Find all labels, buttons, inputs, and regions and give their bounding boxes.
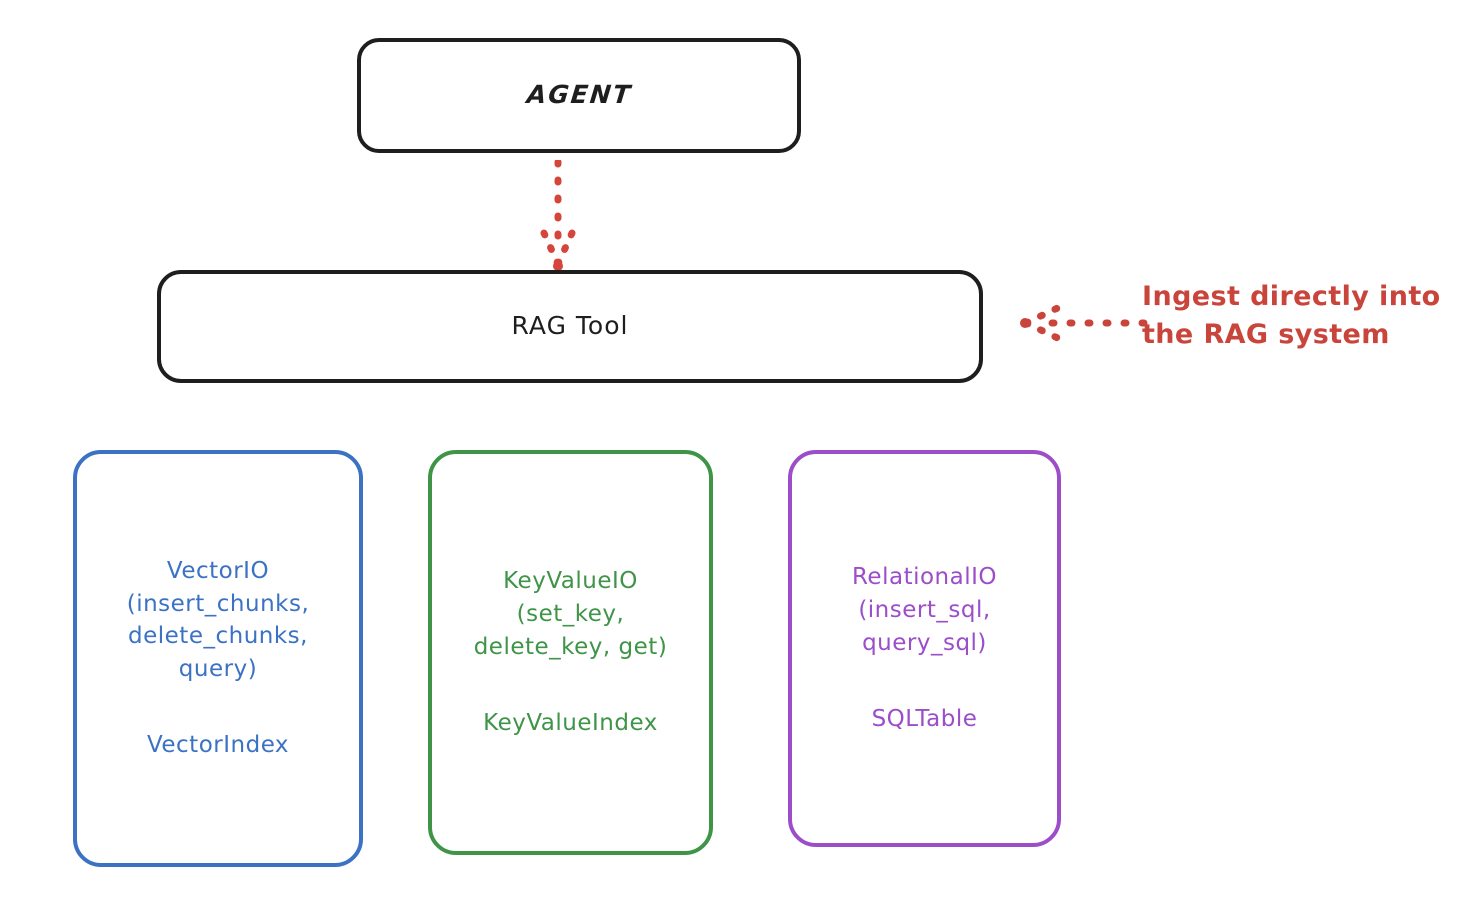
node-vector-io-primary-label: VectorIO (insert_chunks, delete_chunks, …	[126, 557, 310, 682]
connector-agent-to-rag-tool	[535, 160, 581, 271]
node-relational-io-secondary-label: SQLTable	[871, 706, 978, 733]
node-vector-io[interactable]: VectorIO (insert_chunks, delete_chunks, …	[73, 450, 363, 867]
node-relational-io[interactable]: RelationalIO (insert_sql, query_sql) SQL…	[788, 450, 1061, 847]
ingest-annotation-arrow-icon	[1020, 300, 1148, 346]
node-relational-io-primary-label: RelationalIO (insert_sql, query_sql)	[851, 564, 997, 656]
node-rag-tool-label: RAG Tool	[511, 311, 629, 341]
node-rag-tool[interactable]: RAG Tool	[157, 270, 983, 383]
node-vector-io-secondary-label: VectorIndex	[146, 732, 290, 759]
node-key-value-io-secondary-label: KeyValueIndex	[483, 710, 658, 737]
node-agent-label: AGENT	[525, 80, 634, 110]
node-key-value-io-primary-label: KeyValueIO (set_key, delete_key, get)	[473, 568, 668, 660]
node-key-value-io[interactable]: KeyValueIO (set_key, delete_key, get) Ke…	[428, 450, 713, 855]
ingest-annotation-text: Ingest directly into the RAG system	[1142, 281, 1441, 351]
node-agent[interactable]: AGENT	[357, 38, 801, 153]
